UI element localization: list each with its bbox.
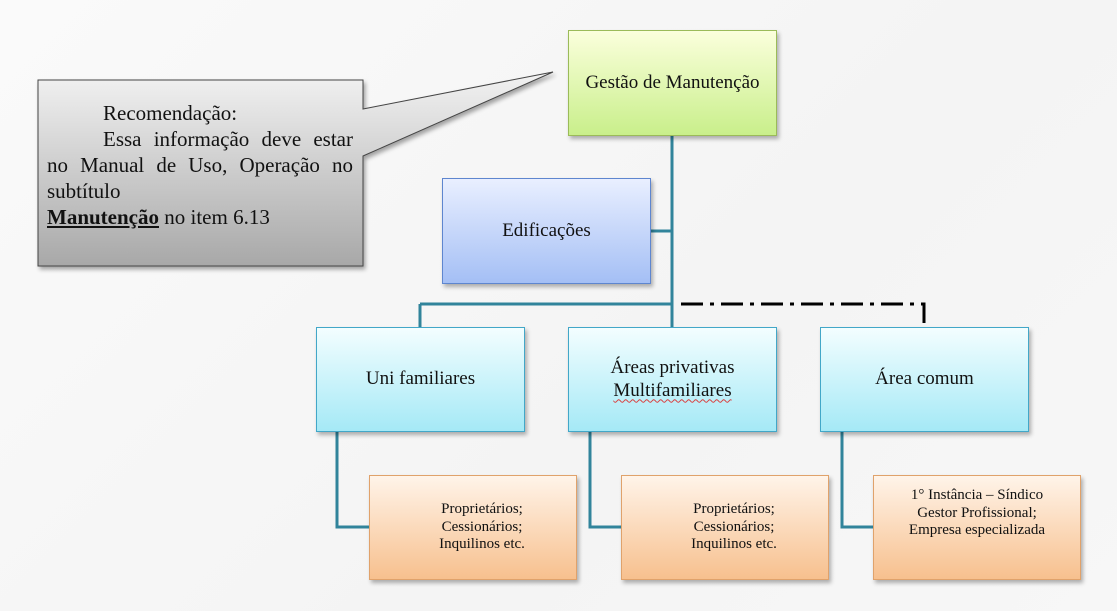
leaf-comum-connector	[840, 432, 873, 529]
callout-heading: Recomendação:	[103, 101, 238, 125]
callout-body: Essa informação deve estar no Manual de …	[47, 126, 353, 230]
node-areas-privativas-line2: Multifamiliares	[613, 379, 732, 401]
leaf-priv-line: Proprietários;	[693, 500, 775, 517]
leaf-areas-privativas-actors: Proprietários; Cessionários; Inquilinos …	[621, 475, 829, 580]
leaf-uni-line: Proprietários;	[441, 500, 523, 517]
node-edificacoes-label: Edificações	[502, 219, 591, 241]
leaf-comum-line: 1° Instância – Síndico	[910, 487, 1044, 503]
callout-text-intro: Essa informação deve estar no Manual de …	[47, 127, 353, 204]
leaf-uni-line: Inquilinos etc.	[439, 536, 525, 553]
comum-dashed-connector	[681, 302, 926, 327]
callout-text-emphasis: Manutenção	[47, 205, 159, 230]
node-area-comum-label: Área comum	[875, 368, 974, 390]
node-areas-privativas: Áreas privativas Multifamiliares	[568, 327, 777, 432]
leaf-uni-connector	[335, 432, 369, 529]
node-gestao-de-manutencao: Gestão de Manutenção	[568, 30, 777, 136]
callout-shape	[37, 71, 554, 267]
node-uni-familiares: Uni familiares	[316, 327, 525, 432]
node-areas-privativas-line1: Áreas privativas	[610, 356, 735, 378]
leaf-uni-line: Cessionários;	[441, 518, 523, 535]
tree-connectors	[335, 136, 873, 529]
leaf-uni-familiares-actors: Proprietários; Cessionários; Inquilinos …	[369, 475, 577, 580]
node-edificacoes: Edificações	[442, 178, 651, 284]
leaf-priv-connector	[588, 432, 621, 529]
leaf-comum-line: Empresa especializada	[908, 522, 1046, 539]
leaf-area-comum-actors: 1° Instância – Síndico Gestor Profission…	[873, 475, 1081, 580]
recommendation-callout: Recomendação: Essa informação deve estar…	[47, 100, 353, 230]
leaf-priv-line: Inquilinos etc.	[691, 536, 777, 553]
node-area-comum: Área comum	[820, 327, 1029, 432]
leaf-priv-line: Cessionários;	[693, 518, 775, 535]
leaf-comum-line: Gestor Profissional;	[917, 504, 1037, 521]
callout-text-end: no item 6.13	[159, 205, 270, 230]
node-gestao-label: Gestão de Manutenção	[585, 71, 760, 93]
node-uni-familiares-label: Uni familiares	[365, 368, 476, 390]
